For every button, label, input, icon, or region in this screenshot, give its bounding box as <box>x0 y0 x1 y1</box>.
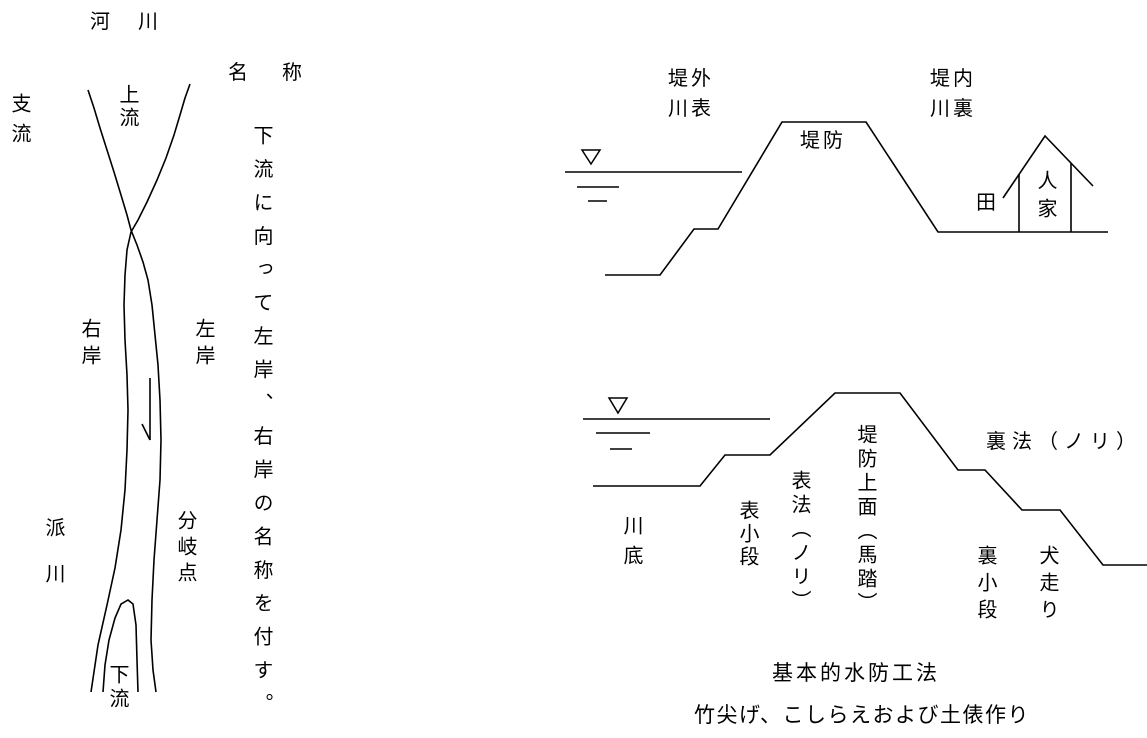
river-back-label: 川裏 <box>930 96 976 120</box>
water-level-icon <box>607 397 629 415</box>
left-bank-label: 左岸 <box>192 318 216 372</box>
distributary-label: 派 川 <box>42 517 66 586</box>
levee-crown-label: 堤防上面（馬踏） <box>854 424 878 616</box>
riverbed-label: 川底 <box>620 515 644 575</box>
levee-outside-label: 堤外 <box>668 66 714 90</box>
distributary-island-line <box>102 599 139 693</box>
river-subtitle: 名 称 <box>228 60 309 84</box>
river-title: 河 川 <box>90 9 162 33</box>
water-level-icon <box>580 149 602 166</box>
toe-path-label: 犬走り <box>1036 545 1060 626</box>
upstream-label: 上流 <box>116 84 140 130</box>
river-bank-line <box>87 89 162 693</box>
back-slope-label: 裏法（ノリ） <box>986 429 1142 453</box>
bifurcation-point-label: 分岐点 <box>174 510 198 588</box>
levee-inside-label: 堤内 <box>930 66 976 90</box>
bank-naming-note: 下流に向って左岸、右岸の名称を付す。 <box>250 125 274 727</box>
tributary-label: 支流 <box>8 93 32 153</box>
flow-direction-arrow-head <box>141 423 151 441</box>
house-label: 人家 <box>1034 170 1058 226</box>
right-bank-label: 右岸 <box>78 318 102 372</box>
river-front-label: 川表 <box>668 96 714 120</box>
field-label: 田 <box>976 190 996 214</box>
river-plan-drawing <box>87 83 191 693</box>
downstream-label: 下流 <box>106 664 130 712</box>
front-berm-label: 表小段 <box>736 500 760 569</box>
caption-title: 基本的水防工法 <box>772 661 940 685</box>
caption-subtitle: 竹尖げ、こしらえおよび土俵作り <box>694 703 1031 727</box>
levee-section-profile <box>593 392 1147 566</box>
house-roof <box>1002 134 1094 199</box>
back-berm-label: 裏小段 <box>974 545 998 626</box>
levee-label: 堤防 <box>800 128 846 152</box>
front-slope-label: 表法（ノリ） <box>788 470 812 614</box>
river-bank-line <box>90 83 191 693</box>
levee-profile-drawing <box>565 121 1108 276</box>
levee-section-drawing <box>583 392 1147 566</box>
levee-ground-profile <box>605 121 1108 276</box>
